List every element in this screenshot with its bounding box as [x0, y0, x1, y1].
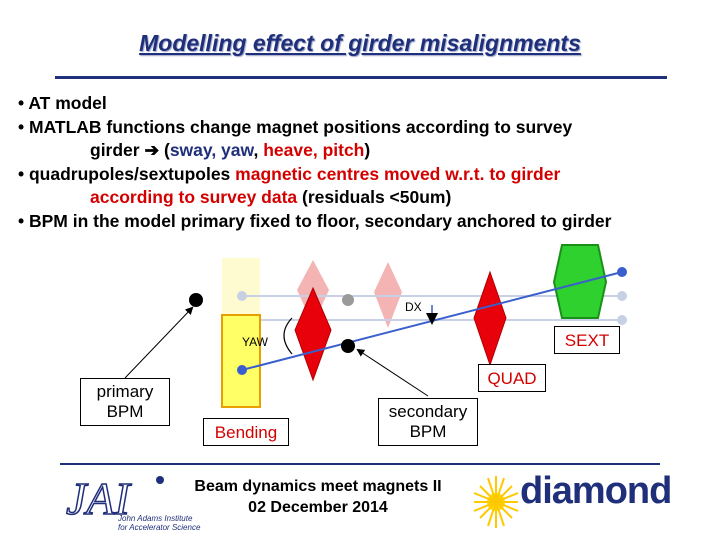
- secondary-bpm-marker: [341, 339, 355, 353]
- bullet-text: ): [364, 140, 371, 160]
- bullet-line: • AT model: [18, 92, 708, 116]
- primary-bpm-arrow: [124, 306, 194, 379]
- girder-bpm-dot-left: [237, 365, 247, 375]
- sext-magnet: [552, 244, 608, 319]
- bullet-text: girder ➔: [90, 140, 164, 160]
- title-underline: [55, 76, 667, 79]
- bullet-text: • quadrupoles/sextupoles: [18, 163, 236, 184]
- ghost-bpm-dot-3: [617, 291, 627, 301]
- bullet-line: • BPM in the model primary fixed to floo…: [18, 210, 708, 234]
- yaw-label: YAW: [242, 335, 268, 349]
- bullet-text: (residuals <50um): [297, 187, 452, 207]
- ghost-bpm-dot-4: [617, 315, 627, 325]
- bullet-line: according to survey data (residuals <50u…: [18, 186, 708, 210]
- girder-diagram: [124, 244, 627, 408]
- secondary-bpm-arrow: [356, 348, 429, 397]
- bullet-text: magnetic centres moved w.r.t. to girder: [235, 163, 561, 184]
- footer-event: Beam dynamics meet magnets II 02 Decembe…: [170, 476, 466, 518]
- bullet-text: (: [163, 140, 170, 160]
- bullet-line: • MATLAB functions change magnet positio…: [18, 116, 708, 140]
- primary-bpm-marker: [189, 293, 203, 307]
- dx-label: DX: [405, 300, 422, 314]
- bullet-text: • MATLAB functions change magnet positio…: [18, 116, 573, 137]
- bullet-list: • AT model • MATLAB functions change magn…: [18, 92, 708, 233]
- bullet-text: sway, yaw: [169, 140, 254, 160]
- girder-bpm-dot-right: [617, 267, 627, 277]
- footer-divider: [60, 463, 660, 465]
- bullet-text: heave, pitch: [263, 140, 365, 160]
- quad-magnet-2: [473, 270, 507, 367]
- bending-magnet: [221, 314, 261, 408]
- jai-logo-icon: JAI: [65, 472, 164, 525]
- bullet-line: • quadrupoles/sextupoles magnetic centre…: [18, 163, 708, 187]
- bullet-text: • AT model: [18, 93, 107, 113]
- footer-event-name: Beam dynamics meet magnets II: [194, 478, 442, 495]
- primary-bpm-box: primary BPM: [80, 378, 170, 426]
- diamond-logo-text: diamond: [520, 470, 672, 512]
- bullet-text: according to survey data: [90, 187, 298, 207]
- bullet-line: girder ➔ (sway, yaw, heave, pitch): [18, 139, 708, 163]
- quad-box: QUAD: [478, 364, 546, 392]
- footer-date: 02 December 2014: [248, 499, 388, 516]
- ghost-centre-dot: [342, 294, 354, 306]
- jai-logo-letters: JAI: [66, 473, 133, 524]
- bending-box: Bending: [203, 418, 289, 446]
- secondary-bpm-box: secondary BPM: [378, 398, 478, 446]
- quad-magnet-1: [294, 286, 332, 382]
- bullet-text: • BPM in the model primary fixed to floo…: [18, 210, 612, 231]
- jai-subtitle: John Adams Institute for Accelerator Sci…: [118, 514, 201, 532]
- bullet-text: ,: [253, 140, 264, 160]
- page-title: Modelling effect of girder misalignments: [139, 30, 581, 56]
- yaw-bracket: [283, 317, 293, 355]
- diamond-star-icon: [473, 476, 519, 528]
- ghost-bpm-dot-1: [237, 291, 247, 301]
- sext-box: SEXT: [554, 326, 620, 354]
